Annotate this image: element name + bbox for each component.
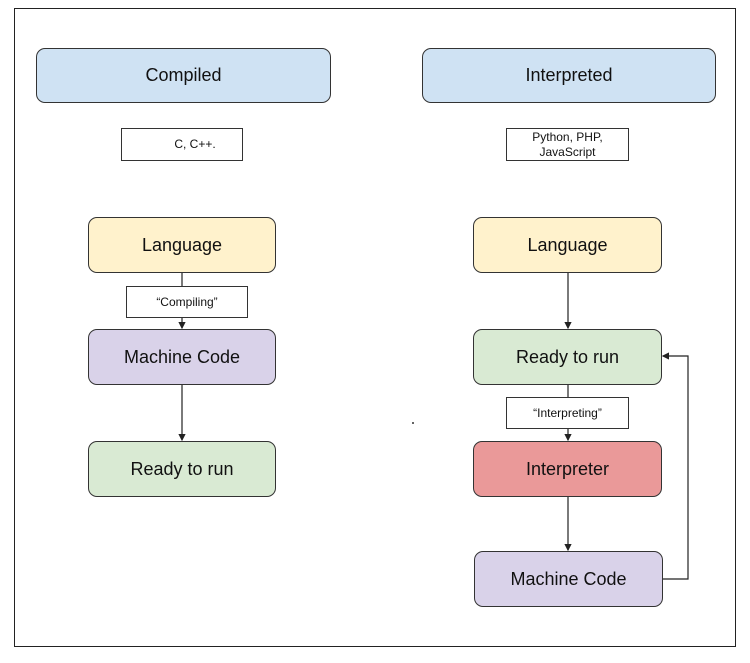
compiled-ready-label: Ready to run [130, 458, 234, 479]
compiled-examples-text: C, C++. [174, 137, 216, 151]
compiled-machine-code-label: Machine Code [123, 346, 241, 367]
compiled-language-label: Language [141, 234, 223, 255]
compiled-machine-code-box: Machine Code [88, 329, 276, 385]
compiling-label-box: “Compiling” [126, 286, 248, 318]
diagram-frame [14, 8, 736, 647]
interpreting-label-box: “Interpreting” [506, 397, 629, 429]
interpreted-examples-line1: Python, PHP, [532, 129, 603, 144]
interpreted-language-box: Language [473, 217, 662, 273]
compiled-examples-note: C, C++. [121, 128, 243, 161]
arrow-loop-machine-code-to-ready [661, 352, 689, 580]
interpreted-machine-code-label: Machine Code [510, 568, 627, 589]
compiling-label-text: “Compiling” [156, 294, 218, 309]
interpreted-examples-line2: JavaScript [539, 144, 596, 159]
interpreted-header-label: Interpreted [525, 65, 613, 85]
interpreted-machine-code-box: Machine Code [474, 551, 663, 607]
interpreted-ready-box: Ready to run [473, 329, 662, 385]
interpreting-label-text: “Interpreting” [533, 405, 602, 420]
interpreted-header: Interpreted [422, 48, 716, 103]
interpreter-label: Interpreter [525, 458, 610, 479]
stray-dot [412, 422, 414, 424]
compiled-ready-box: Ready to run [88, 441, 276, 497]
compiled-header: Compiled [36, 48, 331, 103]
interpreter-box: Interpreter [473, 441, 662, 497]
interpreted-language-label: Language [527, 234, 608, 255]
compiled-language-box: Language [88, 217, 276, 273]
compiled-header-label: Compiled [145, 65, 222, 85]
interpreted-examples-note: Python, PHP, JavaScript [506, 128, 629, 161]
interpreted-ready-label: Ready to run [515, 346, 620, 367]
